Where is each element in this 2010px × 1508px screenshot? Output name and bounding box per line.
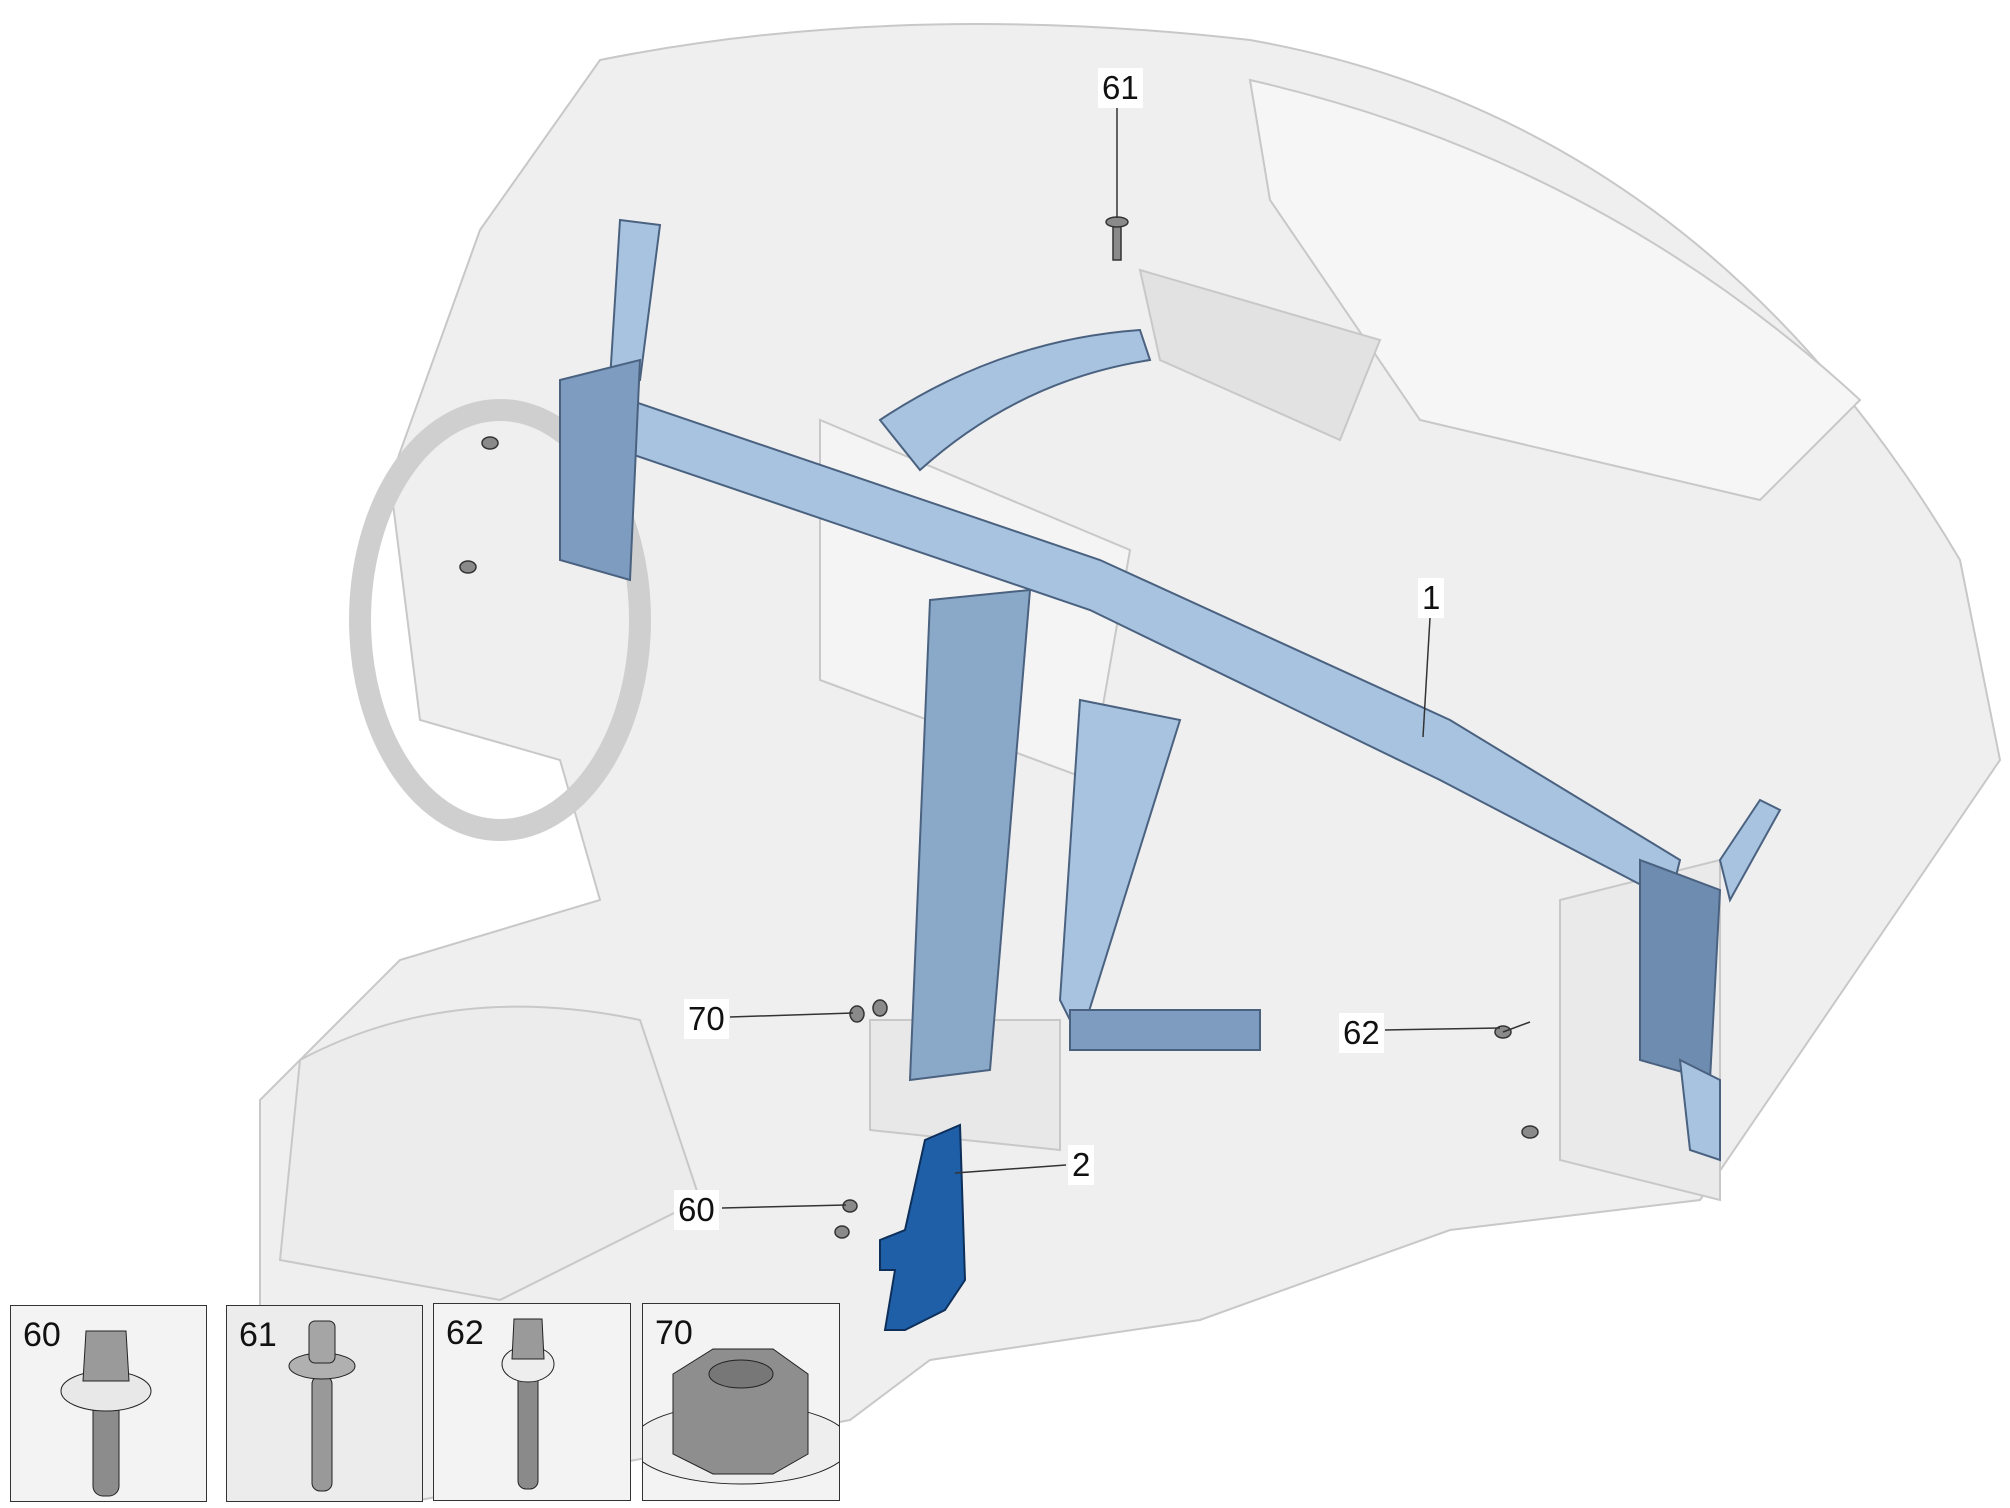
detail-panel-60: 60 <box>10 1305 207 1502</box>
flange-nut-icon <box>643 1348 839 1485</box>
cross-car-beam <box>559 218 1782 1162</box>
bolt-flange-icon <box>288 1320 356 1492</box>
bracket-part-2 <box>879 1123 967 1331</box>
panel-label: 61 <box>239 1316 277 1354</box>
detail-panel-62: 62 <box>433 1303 631 1501</box>
callout-1: 1 <box>1418 578 1445 618</box>
fasteners <box>459 216 1539 1239</box>
bolt-with-washer-icon <box>60 1330 152 1497</box>
panel-label: 62 <box>446 1314 484 1352</box>
detail-panel-70: 70 <box>642 1303 840 1501</box>
panel-label: 70 <box>655 1314 693 1352</box>
bolt-flange-long-icon <box>501 1318 555 1490</box>
leader-lines <box>721 108 1501 1209</box>
callout-62: 62 <box>1339 1013 1384 1053</box>
callout-60: 60 <box>674 1190 719 1230</box>
callout-2: 2 <box>1068 1145 1095 1185</box>
callout-70: 70 <box>684 999 729 1039</box>
detail-panel-61: 61 <box>226 1305 423 1502</box>
callout-61: 61 <box>1098 68 1143 108</box>
panel-label: 60 <box>23 1316 61 1354</box>
